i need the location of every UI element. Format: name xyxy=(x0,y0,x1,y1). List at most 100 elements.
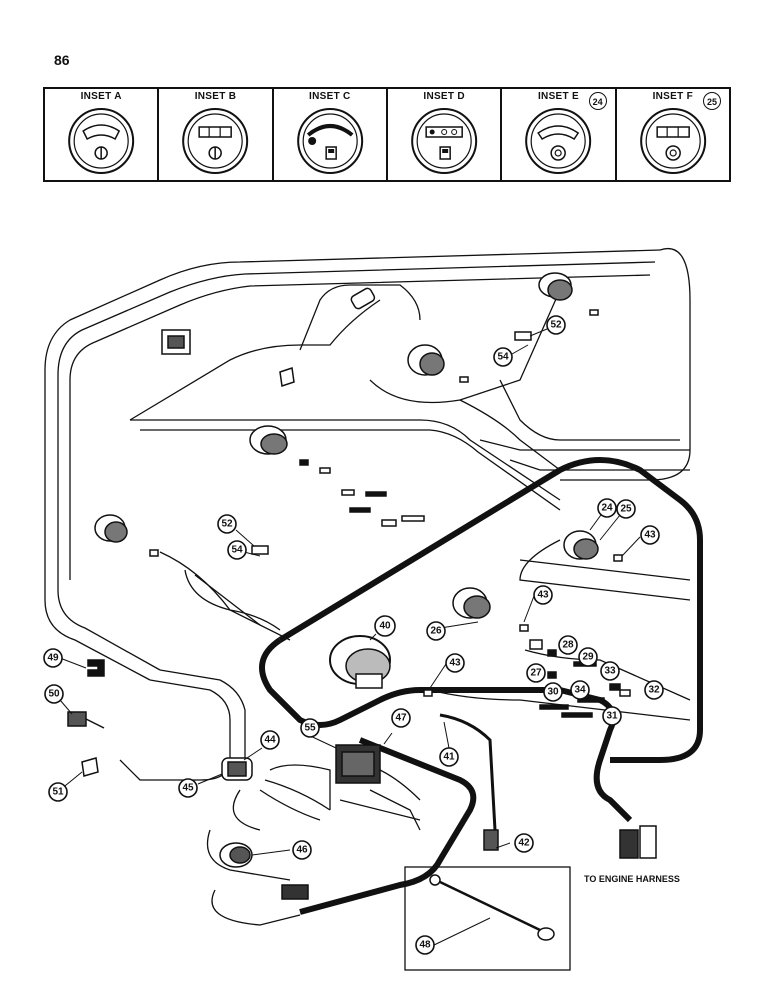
bulb-socket-50 xyxy=(67,711,105,729)
gauge-component-left xyxy=(94,514,128,543)
gauge-component-right xyxy=(563,530,599,560)
callout-51: 51 xyxy=(48,782,68,802)
fuel-gauge-icon xyxy=(411,108,478,174)
inset-label: INSET B xyxy=(194,91,237,102)
callout-49: 49 xyxy=(43,648,63,668)
callout-50: 50 xyxy=(44,684,64,704)
svg-text:34: 34 xyxy=(574,685,586,696)
inset-f: INSET F 25 xyxy=(617,89,729,180)
callout-48: 48 xyxy=(415,935,435,955)
svg-text:44: 44 xyxy=(264,735,276,746)
callout-52: 52 xyxy=(546,315,566,335)
components xyxy=(67,272,657,971)
callout-52: 52 xyxy=(217,514,237,534)
wiring-harness-diagram: TO ENGINE HARNESS 52 54 52 54 24 25 43 4… xyxy=(43,247,703,971)
callout-44: 44 xyxy=(260,730,280,750)
sender-cable-41 xyxy=(439,713,499,851)
callout-43: 43 xyxy=(640,525,660,545)
boot-51 xyxy=(81,757,99,777)
inset-label: INSET E xyxy=(537,91,579,102)
inset-a: INSET A xyxy=(45,89,160,180)
gauge-component-center xyxy=(249,425,288,455)
svg-text:25: 25 xyxy=(620,504,632,515)
callout-47: 47 xyxy=(391,708,411,728)
fuel-gauge-icon xyxy=(296,108,363,174)
svg-text:54: 54 xyxy=(497,352,509,363)
svg-text:42: 42 xyxy=(518,838,530,849)
callout-29: 29 xyxy=(578,647,598,667)
main-harness xyxy=(259,457,703,915)
leader-lines xyxy=(59,328,641,947)
small-connectors xyxy=(149,309,631,718)
inset-label: INSET D xyxy=(423,91,465,102)
svg-text:27: 27 xyxy=(530,668,542,679)
svg-text:54: 54 xyxy=(231,545,243,556)
svg-text:28: 28 xyxy=(562,640,574,651)
callout-24: 24 xyxy=(588,92,607,110)
callout-33: 33 xyxy=(600,661,620,681)
svg-text:41: 41 xyxy=(443,752,455,763)
svg-text:33: 33 xyxy=(604,666,616,677)
inset-strip: INSET A INSET B INSET C xyxy=(43,87,731,182)
inset-e: INSET E 24 xyxy=(502,89,617,180)
svg-text:52: 52 xyxy=(550,320,562,331)
callout-25: 25 xyxy=(702,92,721,110)
thin-harness-wires xyxy=(44,247,691,926)
ground-cable-48 xyxy=(404,866,571,971)
bracket-49 xyxy=(87,659,105,677)
callout-25: 25 xyxy=(616,499,636,519)
gauge-icon xyxy=(525,108,592,174)
gauge-component-26 xyxy=(452,587,491,619)
callout-55: 55 xyxy=(300,718,320,738)
inset-label: INSET A xyxy=(80,91,122,102)
gauge-icon xyxy=(68,108,135,174)
callout-45: 45 xyxy=(178,778,198,798)
voltage-regulator-component xyxy=(335,744,381,784)
callout-30: 30 xyxy=(543,682,563,702)
engine-connector xyxy=(619,825,657,859)
gauge-icon xyxy=(639,108,706,174)
callout-32: 32 xyxy=(644,680,664,700)
callout-54: 54 xyxy=(227,540,247,560)
callout-54: 54 xyxy=(493,347,513,367)
callout-28: 28 xyxy=(558,635,578,655)
callout-40: 40 xyxy=(374,615,396,637)
callout-24: 24 xyxy=(597,498,617,518)
inset-c: INSET C xyxy=(274,89,388,180)
tachometer-component xyxy=(329,635,391,689)
page-number: 86 xyxy=(54,52,70,68)
callout-27: 27 xyxy=(526,663,546,683)
callout-34: 34 xyxy=(570,680,590,700)
gauge-icon xyxy=(182,108,249,174)
svg-text:51: 51 xyxy=(52,787,64,798)
callout-42: 42 xyxy=(514,833,534,853)
callout-43: 43 xyxy=(445,653,465,673)
svg-text:47: 47 xyxy=(395,713,407,724)
svg-text:45: 45 xyxy=(182,783,194,794)
svg-text:43: 43 xyxy=(537,590,549,601)
svg-text:32: 32 xyxy=(648,685,660,696)
relay-component xyxy=(161,329,191,355)
svg-text:24: 24 xyxy=(601,503,613,514)
svg-text:43: 43 xyxy=(644,530,656,541)
svg-text:29: 29 xyxy=(582,652,594,663)
inset-label: INSET F xyxy=(652,91,694,102)
inset-label: INSET C xyxy=(309,91,351,102)
svg-text:52: 52 xyxy=(221,519,233,530)
svg-text:55: 55 xyxy=(304,723,316,734)
callout-46: 46 xyxy=(292,840,312,860)
svg-text:43: 43 xyxy=(449,658,461,669)
svg-text:49: 49 xyxy=(47,653,59,664)
fuse-component xyxy=(350,287,376,310)
svg-text:31: 31 xyxy=(606,711,618,722)
svg-text:26: 26 xyxy=(430,626,442,637)
callout-41: 41 xyxy=(439,747,459,767)
inset-b: INSET B xyxy=(159,89,274,180)
key-switch-component xyxy=(221,757,253,781)
svg-text:30: 30 xyxy=(547,687,559,698)
boot-upper xyxy=(279,367,295,387)
inset-d: INSET D xyxy=(388,89,503,180)
svg-text:40: 40 xyxy=(379,621,391,632)
start-switch-component xyxy=(219,842,253,868)
harness-plug xyxy=(281,884,309,900)
